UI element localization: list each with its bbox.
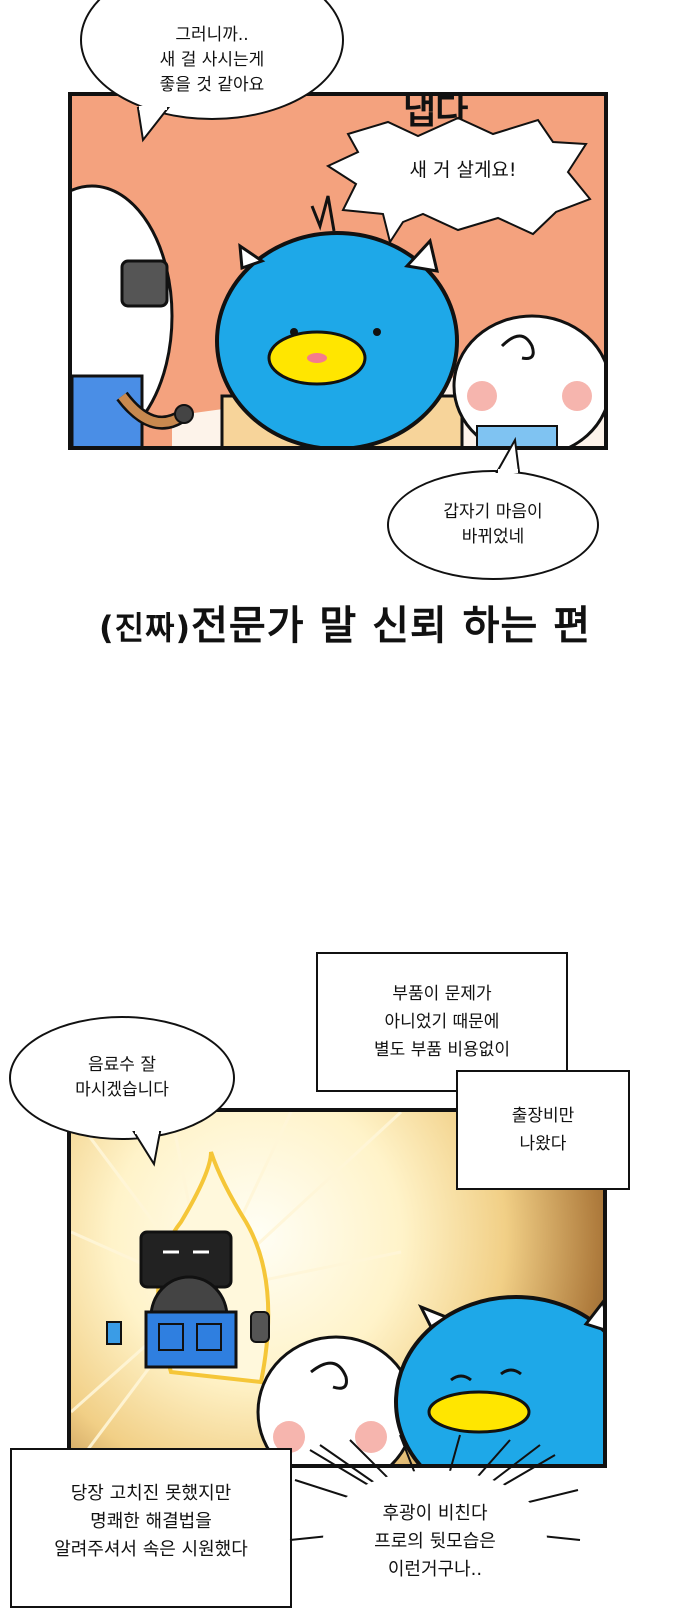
blue-character [394, 1295, 603, 1464]
shout-bubble [325, 116, 592, 245]
white-dumpling-character [452, 314, 604, 446]
narration-box-relief: 당장 고치진 못했지만 명쾌한 해결법을 알려주셔서 속은 시원했다 [10, 1448, 292, 1608]
speech-tail [136, 106, 171, 143]
shout-text: 새 거 살게요! [409, 159, 517, 181]
narration-box-no-parts: 부품이 문제가 아니었기 때문에 별도 부품 비용없이 [316, 952, 568, 1092]
thought-text: 후광이 비친다 프로의 뒷모습은 이런거구나.. [374, 1503, 496, 1580]
speech-tail [132, 1130, 162, 1167]
technician-character [72, 184, 194, 446]
panel-1-artwork: ᵤₘ [72, 184, 604, 446]
speech-bubble-thanks: 음료수 잘 마시겠습니다 [9, 1016, 235, 1140]
episode-title-prefix: (진짜) [98, 609, 192, 647]
episode-title-main: 전문가 말 신뢰 하는 편 [191, 603, 592, 649]
glowing-technician [106, 1151, 271, 1385]
speech-bubble-reaction: 갑자기 마음이 바뀌었네 [387, 470, 599, 580]
speech-tail [495, 436, 521, 473]
spiky-thought-bubble [289, 1434, 581, 1610]
episode-title: (진짜)전문가 말 신뢰 하는 편 [0, 593, 690, 651]
panel-2-artwork [71, 1112, 603, 1464]
blue-character: ᵤₘ [215, 195, 464, 446]
narration-box-travel-fee: 출장비만 나왔다 [456, 1070, 630, 1190]
